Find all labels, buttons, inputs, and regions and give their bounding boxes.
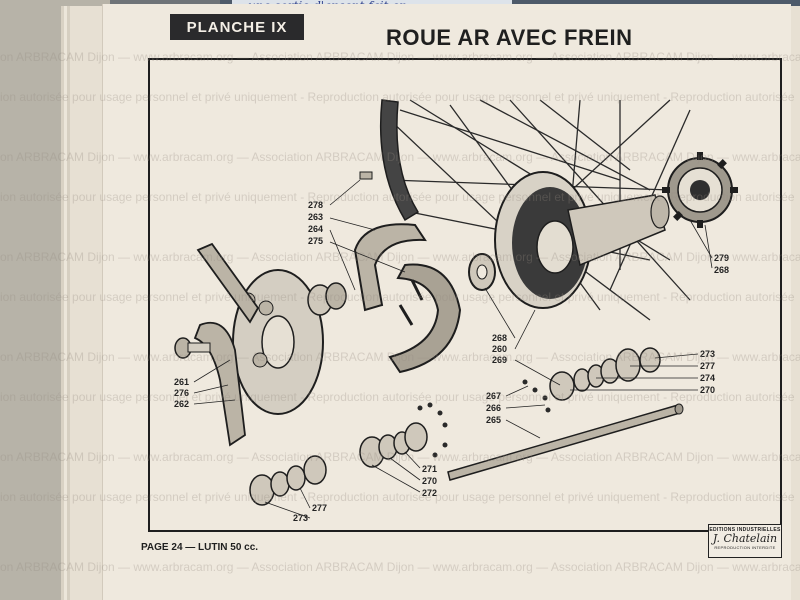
callout-270-right: 270 (700, 385, 715, 395)
plate-label: PLANCHE IX (170, 14, 304, 40)
axle (447, 403, 684, 481)
callout-276: 276 (174, 388, 189, 398)
callout-275: 275 (308, 236, 323, 246)
callout-263: 263 (308, 212, 323, 222)
bearing-group-left (249, 455, 327, 506)
publisher-name: J. Chatelain (712, 532, 778, 545)
publisher-line-1: EDITIONS INDUSTRIELLES (709, 527, 781, 533)
ball-bearings (417, 379, 551, 458)
small-bolt (359, 171, 373, 180)
callout-277-left: 277 (312, 503, 327, 513)
callout-279: 279 (714, 253, 729, 263)
callout-265: 265 (486, 415, 501, 425)
callout-261: 261 (174, 377, 189, 387)
publisher-stamp: EDITIONS INDUSTRIELLES J. Chatelain REPR… (708, 524, 782, 558)
callout-272: 272 (422, 488, 437, 498)
rim-arc (379, 99, 420, 222)
callout-273-right: 273 (700, 349, 715, 359)
callout-267: 267 (486, 391, 501, 401)
exploded-wheel-diagram: 278 263 264 275 279 268 268 260 269 273 … (174, 99, 738, 523)
leader-lines (193, 179, 713, 519)
callout-270-center: 270 (422, 476, 437, 486)
publisher-line-2: REPRODUCTION INTERDITE (714, 545, 776, 550)
sprocket (662, 152, 738, 228)
spacer (307, 282, 347, 316)
callout-271: 271 (422, 464, 437, 474)
brake-shoes (353, 223, 462, 374)
callout-278: 278 (308, 200, 323, 210)
bearing-group-center (359, 422, 428, 468)
plate-title: ROUE AR AVEC FREIN (386, 25, 633, 50)
callout-266: 266 (486, 403, 501, 413)
pivot-pin (174, 337, 211, 359)
callout-262: 262 (174, 399, 189, 409)
callout-260: 260 (492, 344, 507, 354)
diagram-frame (148, 58, 782, 532)
cam-lever (196, 242, 260, 324)
callout-277-right: 277 (700, 361, 715, 371)
callout-268-top: 268 (714, 265, 729, 275)
bearing-group-right (549, 347, 661, 401)
callout-268: 268 (492, 333, 507, 343)
callout-273-left: 273 (293, 513, 308, 523)
page-footer: PAGE 24 — LUTIN 50 cc. (141, 542, 259, 553)
callout-264: 264 (308, 224, 323, 234)
callout-269: 269 (492, 355, 507, 365)
callout-274: 274 (700, 373, 715, 383)
hub (494, 171, 670, 309)
